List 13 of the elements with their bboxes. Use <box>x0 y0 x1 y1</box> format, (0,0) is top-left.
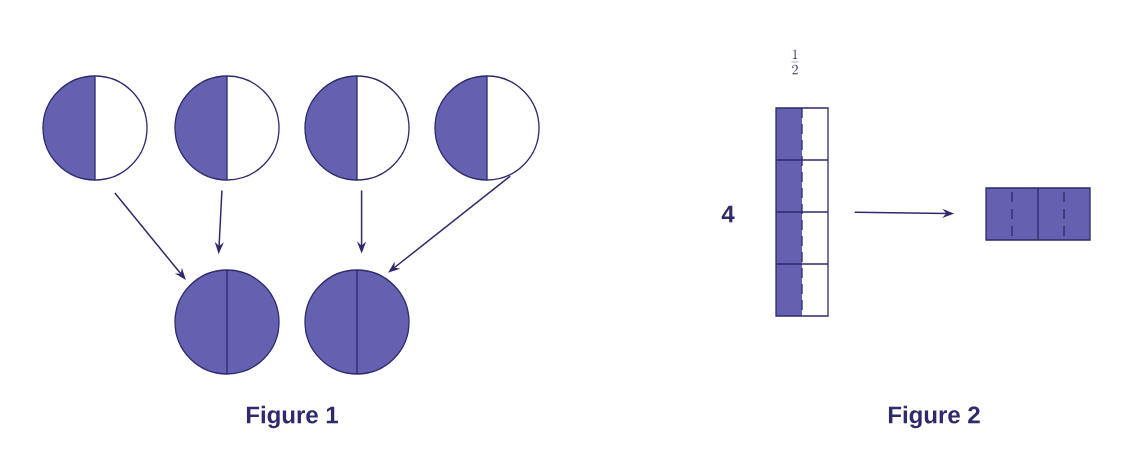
fraction-strip <box>775 107 829 317</box>
shaded-circle <box>174 269 280 375</box>
half-shaded-circle <box>304 75 410 181</box>
half-shaded-circle <box>434 75 540 181</box>
number-label: 4 <box>721 205 735 223</box>
half-shaded-circle <box>174 75 280 181</box>
half-shaded-circle <box>42 75 148 181</box>
figure-caption: Figure 2 <box>888 405 980 429</box>
shaded-circle <box>304 269 410 375</box>
arrow <box>388 175 511 273</box>
figure-caption: Figure 1 <box>246 405 338 429</box>
fraction-label: $\frac{1}{2}$ <box>791 49 799 75</box>
fraction-strip <box>985 187 1091 241</box>
